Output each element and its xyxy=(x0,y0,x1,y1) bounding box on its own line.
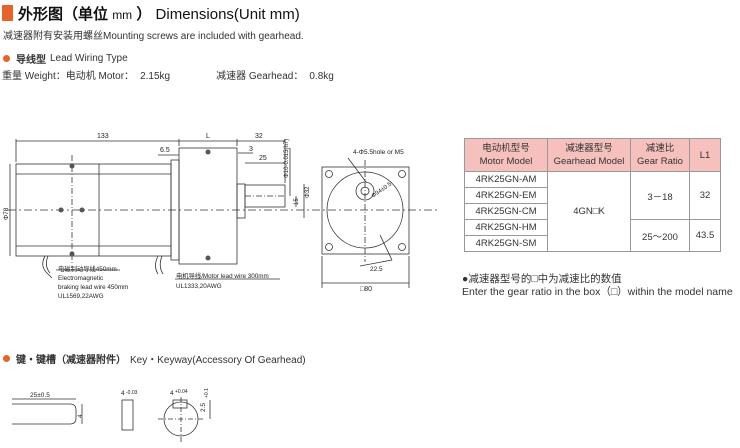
key-dim-25: 25±0.5 xyxy=(30,392,50,399)
dim-32: 32 xyxy=(255,133,263,140)
key-dim-4b: 4 xyxy=(121,390,125,397)
key-tol3: +0.1 xyxy=(204,388,210,398)
wiring-label-cn: 导线型 xyxy=(16,55,46,66)
bullet-dot xyxy=(3,55,10,62)
key-end xyxy=(121,399,134,431)
wiring-heading: 导线型 Lead Wiring Type xyxy=(3,51,128,66)
page-title: 外形图（单位 mm ） Dimensions(Unit mm) xyxy=(2,3,300,23)
l1-cell: 32 xyxy=(689,171,721,220)
gear-ratio-cell: 25～200 xyxy=(630,219,690,252)
motor-model-cell: 4RK25GN-SM xyxy=(464,235,548,252)
gearhead-model-cell: 4GN□K xyxy=(547,171,631,252)
dim-15: 15 xyxy=(294,198,300,205)
motor-weight-value: 2.15kg xyxy=(140,71,171,82)
gear-ratio-cell: 3－18 xyxy=(630,171,690,220)
key-label-cn: 键・键槽（减速器附件） xyxy=(16,355,126,366)
title-marker xyxy=(2,5,13,21)
lead-motor: 电机导线/Motor lead wire 300mm xyxy=(176,271,269,280)
gear-weight-label: 减速器 Gearhead： xyxy=(216,71,304,82)
lead-brake-en1: Electromagnetic xyxy=(58,275,103,282)
key-tol2: +0.04 xyxy=(175,389,188,395)
note-en: Enter the gear ratio in the box（□）within… xyxy=(462,286,733,298)
dim-4phi: 4-Φ5.5hole or M5 xyxy=(353,149,404,156)
motor-weight-label: 重量 Weight：电动机 Motor： xyxy=(2,71,135,82)
key-dim-4a: 4 xyxy=(77,414,84,418)
lead-motor-std: UL1333,20AWG xyxy=(176,283,222,290)
key-label-en: Key・Keyway(Accessory Of Gearhead) xyxy=(130,355,306,366)
dim-3: 3 xyxy=(249,146,253,153)
dim-L: L xyxy=(206,133,210,140)
key-dim-4c: 4 xyxy=(170,390,174,397)
table-row: 4RK25GN-AM 4GN□K 3－18 32 xyxy=(464,171,721,252)
key-side xyxy=(12,403,77,425)
dim-phi78: Φ78 xyxy=(3,207,10,220)
dim-25: 25 xyxy=(259,155,267,162)
gearhead-boss xyxy=(236,183,246,219)
wiring-label-en: Lead Wiring Type xyxy=(50,53,128,64)
dim-22-5: 22.5 xyxy=(370,266,383,273)
dim-phi10: Φ10-0.015(h7) xyxy=(284,139,290,178)
lead-brake-en2: braking lead wire 450mm xyxy=(58,284,128,291)
lead-brake-std: UL1569,22AWG xyxy=(58,293,104,300)
motor-model-cell: 4RK25GN-CM xyxy=(464,203,548,220)
gear-ratio-note: ●减速器型号的□中为减速比的数值 Enter the gear ratio in… xyxy=(462,273,733,299)
gearhead-body xyxy=(178,147,238,265)
weights-line: 重量 Weight：电动机 Motor： 2.15kg 减速器 Gearhead： 0… xyxy=(2,67,340,82)
motor-model-cell: 4RK25GN-HM xyxy=(464,219,548,236)
bullet-dot xyxy=(3,355,10,362)
title-text: 外形图（单位 mm ） Dimensions(Unit mm) xyxy=(18,3,300,24)
subtitle: 减速器附有安装用螺丝Mounting screws are included w… xyxy=(3,31,304,42)
gear-weight-value: 0.8kg xyxy=(309,71,334,82)
title-en: Dimensions(Unit mm) xyxy=(155,5,300,23)
key-dim-2-5: 2.5 xyxy=(200,403,207,412)
title-cn: 外形图（单位 xyxy=(18,5,109,23)
note-cn: ●减速器型号的□中为减速比的数值 xyxy=(462,273,622,285)
table-row: 4RK25GN-HM 25～200 43.5 xyxy=(464,219,721,252)
title-unit: mm xyxy=(112,7,133,22)
motor-model-cell: 4RK25GN-EM xyxy=(464,187,548,204)
key-tol1: -0.03 xyxy=(126,390,138,396)
th-l1: L1 xyxy=(689,138,721,172)
gearhead-front xyxy=(321,166,410,255)
lead-brake-cn: 电磁制动导线450mm xyxy=(58,264,117,273)
dim-square80: □80 xyxy=(360,286,372,293)
title-cn-close: ） xyxy=(136,5,152,23)
table-row: 4RK25GN-SM xyxy=(464,235,721,252)
l1-cell: 43.5 xyxy=(689,219,721,252)
dim-phi32: Φ32 xyxy=(305,186,311,198)
key-heading: 键・键槽（减速器附件） Key・Keyway(Accessory Of Gear… xyxy=(3,351,306,366)
dim-133: 133 xyxy=(97,133,109,140)
motor-model-cell: 4RK25GN-AM xyxy=(464,171,548,188)
dim-6-5: 6.5 xyxy=(160,147,170,154)
